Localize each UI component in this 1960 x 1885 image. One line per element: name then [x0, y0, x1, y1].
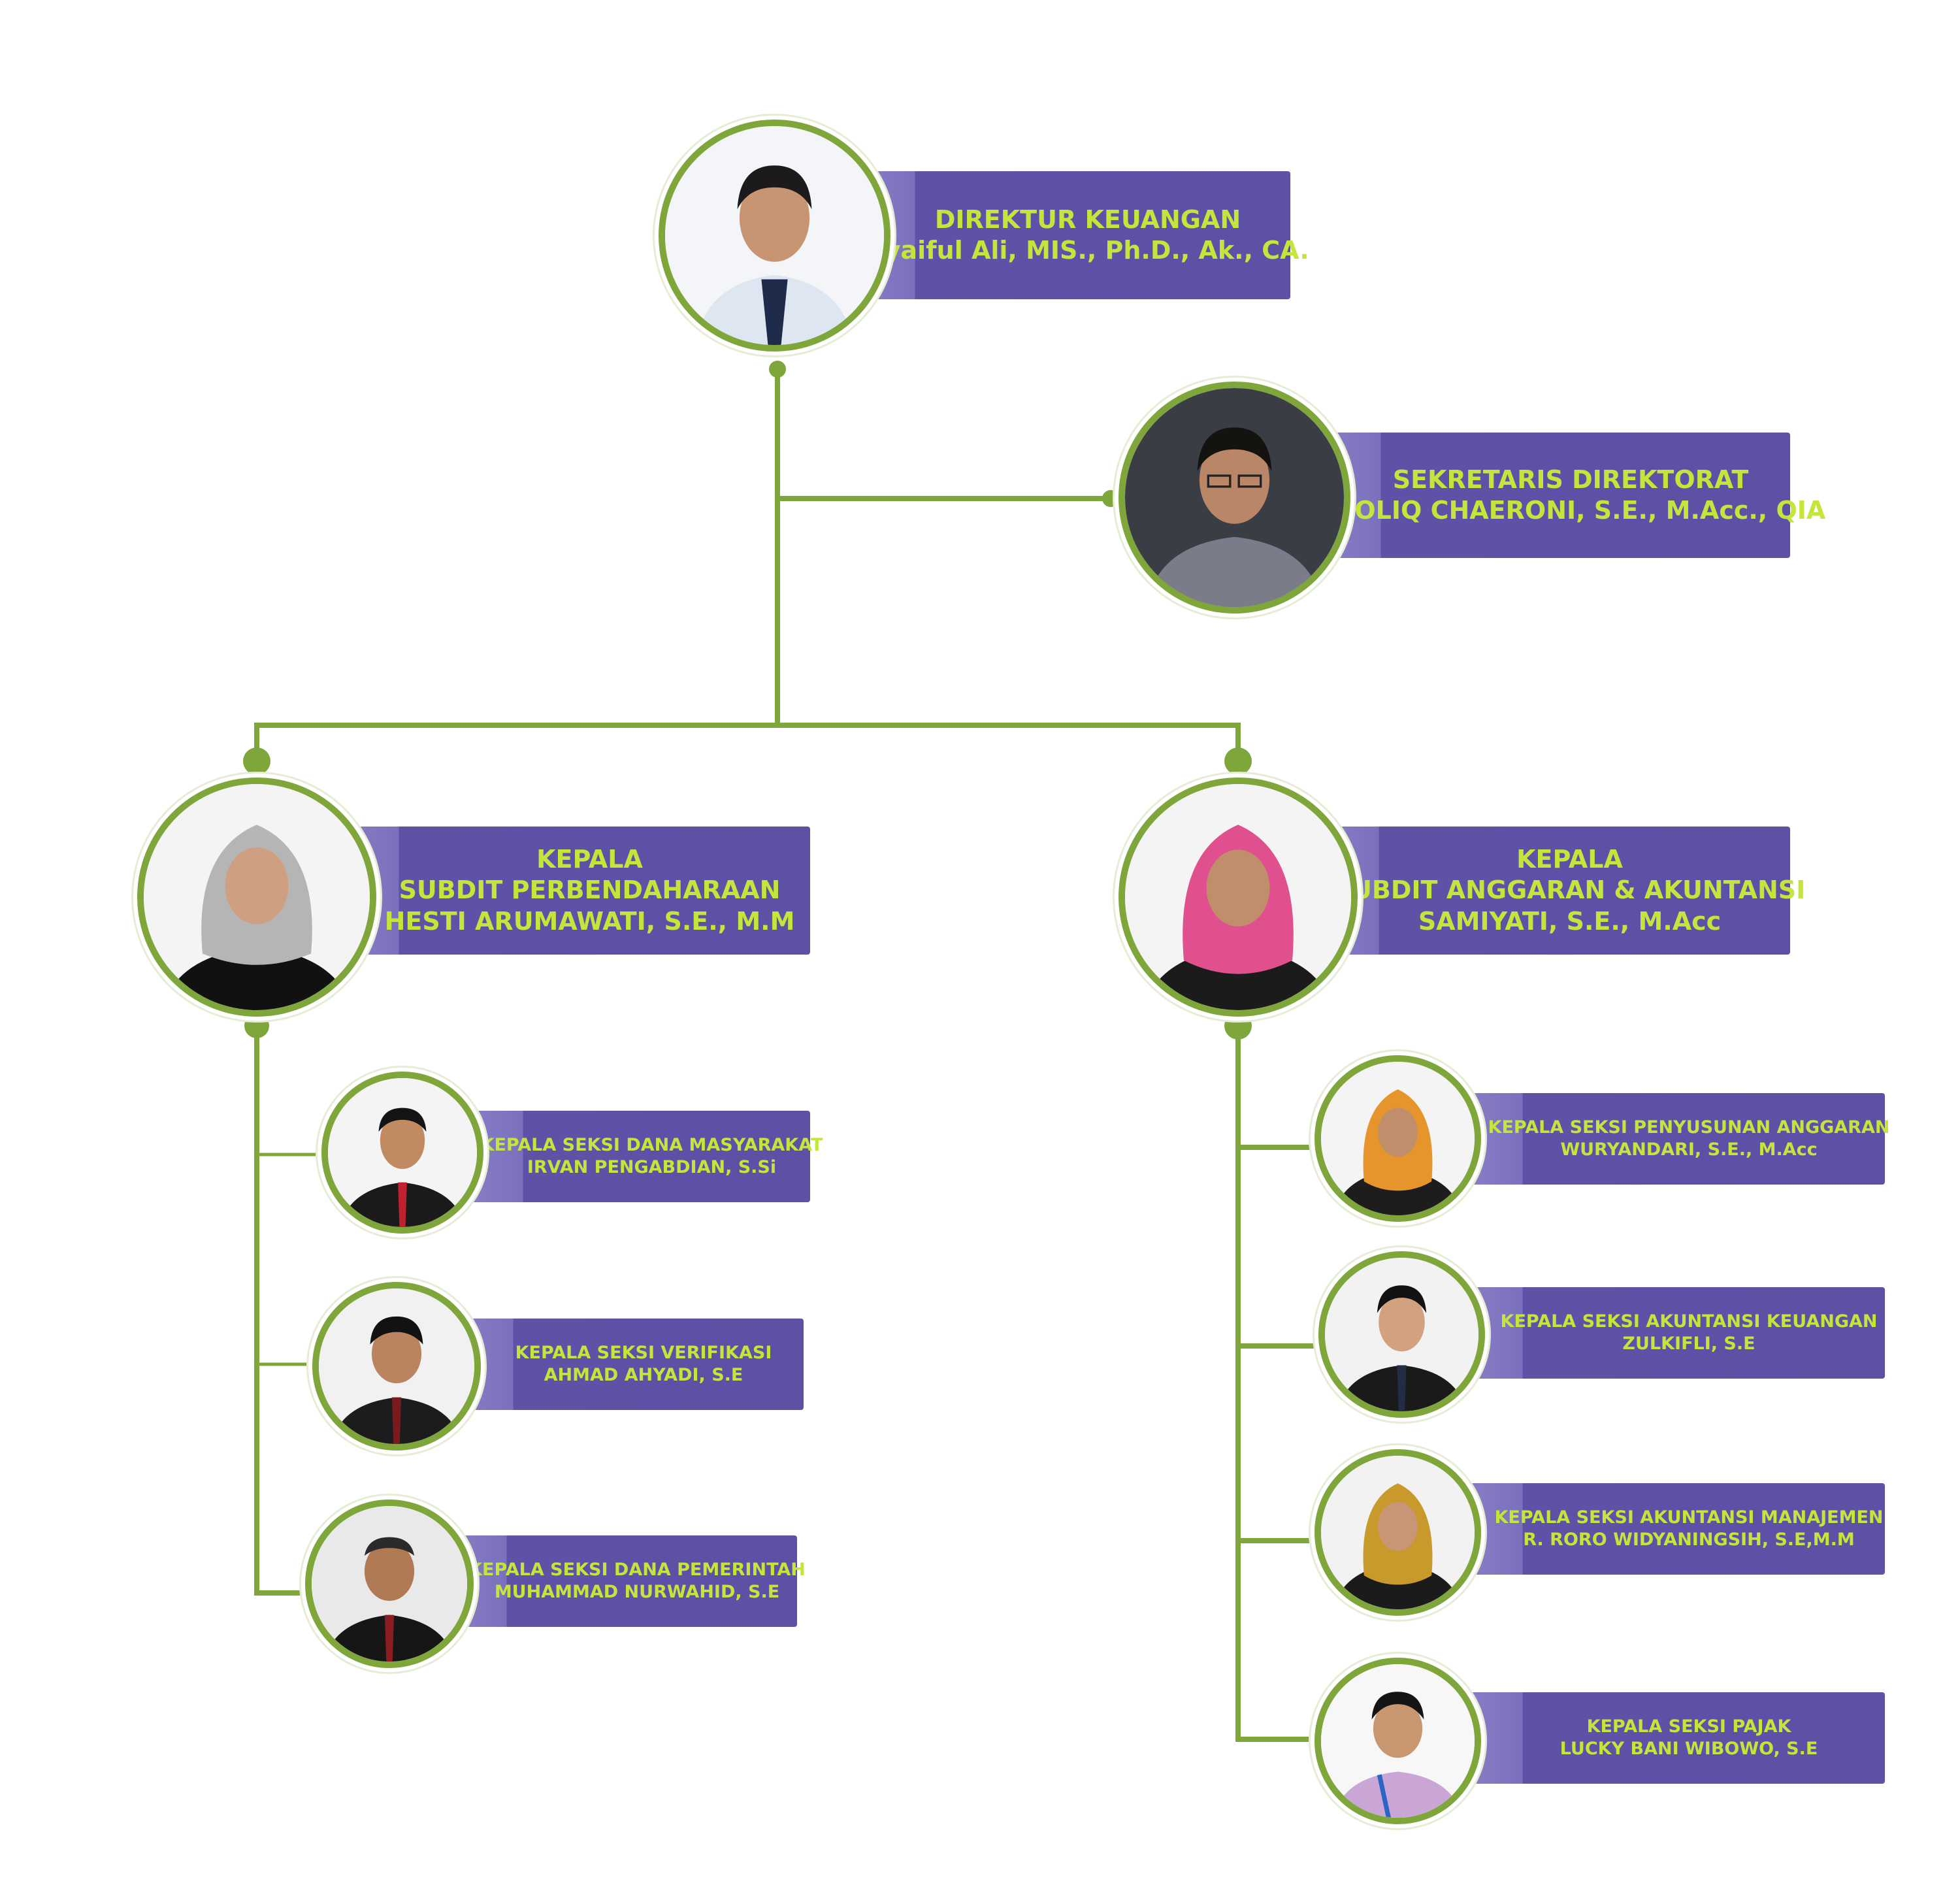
- director-name: Syaiful Ali, MIS., Ph.D., Ak., CA.: [866, 236, 1309, 265]
- subdit-right-label: KEPALA SUBDIT ANGGARAN & AKUNTANSI SAMIY…: [1316, 827, 1805, 955]
- section-left-3-photo: [305, 1500, 474, 1668]
- subdit-left-photo: [137, 778, 376, 1017]
- section-right-2-photo: [1318, 1251, 1485, 1418]
- director-photo: [659, 120, 890, 352]
- section-left-1-name: IRVAN PENGABDIAN, S.Si: [527, 1157, 777, 1177]
- person-icon: [1125, 388, 1344, 607]
- person-icon: [312, 1506, 467, 1662]
- section-right-3-photo: [1315, 1449, 1481, 1616]
- director-title: DIREKTUR KEUANGAN: [934, 205, 1241, 234]
- subdit-right-role: KEPALA: [1516, 844, 1623, 874]
- secretary-title: SEKRETARIS DIREKTORAT: [1392, 465, 1749, 494]
- section-right-1-title: KEPALA SEKSI PENYUSUNAN ANGGARAN: [1488, 1117, 1890, 1138]
- subdit-left-unit: SUBDIT PERBENDAHARAAN: [399, 876, 781, 905]
- section-right-3-name: R. RORO WIDYANINGSIH, S.E,M.M: [1523, 1530, 1855, 1550]
- section-right-4-name: LUCKY BANI WIBOWO, S.E: [1560, 1739, 1818, 1759]
- person-icon: [665, 126, 884, 345]
- section-left-3-name: MUHAMMAD NURWAHID, S.E: [494, 1582, 780, 1602]
- section-right-1-name: WURYANDARI, S.E., M.Acc: [1560, 1139, 1818, 1160]
- section-left-1-title: KEPALA SEKSI DANA MASYARAKAT: [480, 1135, 823, 1156]
- section-right-3-label: KEPALA SEKSI AKUNTANSI MANAJEMEN R. RORO…: [1460, 1483, 1885, 1575]
- subdit-left-name: HESTI ARUMAWATI, S.E., M.M: [384, 906, 795, 936]
- section-left-1-photo: [321, 1072, 483, 1234]
- section-right-3-title: KEPALA SEKSI AKUNTANSI MANAJEMEN: [1494, 1507, 1884, 1528]
- section-right-1-label: KEPALA SEKSI PENYUSUNAN ANGGARAN WURYAND…: [1460, 1093, 1889, 1185]
- subdit-left-role: KEPALA: [536, 844, 643, 874]
- connector-dot: [244, 1013, 269, 1038]
- person-icon: [144, 784, 370, 1010]
- secretary-photo: [1119, 382, 1350, 614]
- section-right-2-label: KEPALA SEKSI AKUNTANSI KEUANGAN ZULKIFLI…: [1460, 1287, 1885, 1379]
- section-left-2-title: KEPALA SEKSI VERIFIKASI: [515, 1343, 772, 1364]
- section-left-3-label: KEPALA SEKSI DANA PEMERINTAH MUHAMMAD NU…: [444, 1535, 806, 1627]
- subdit-left-label: KEPALA SUBDIT PERBENDAHARAAN HESTI ARUMA…: [336, 827, 810, 955]
- section-right-1-photo: [1315, 1055, 1481, 1222]
- person-icon: [1321, 1456, 1475, 1609]
- secretary-name: CHOLIQ CHAERONI, S.E., M.Acc., QIA: [1315, 496, 1826, 525]
- section-left-2-label: KEPALA SEKSI VERIFIKASI AHMAD AHYADI, S.…: [451, 1319, 804, 1410]
- subdit-right-photo: [1119, 778, 1358, 1017]
- section-right-2-title: KEPALA SEKSI AKUNTANSI KEUANGAN: [1500, 1311, 1878, 1332]
- connector-dot: [1224, 747, 1252, 775]
- section-left-2-photo: [312, 1282, 481, 1451]
- person-icon: [319, 1288, 474, 1444]
- connector-dot: [769, 361, 786, 378]
- person-icon: [1125, 784, 1351, 1010]
- section-right-4-title: KEPALA SEKSI PAJAK: [1586, 1716, 1791, 1737]
- connector-dot: [1224, 1012, 1252, 1040]
- person-icon: [1321, 1664, 1475, 1818]
- person-icon: [1325, 1258, 1478, 1411]
- section-right-2-name: ZULKIFLI, S.E: [1622, 1334, 1756, 1354]
- subdit-right-unit: SUBDIT ANGGARAN & AKUNTANSI: [1333, 876, 1806, 905]
- section-left-1-label: KEPALA SEKSI DANA MASYARAKAT IRVAN PENGA…: [461, 1111, 823, 1202]
- section-left-2-name: AHMAD AHYADI, S.E: [544, 1365, 743, 1385]
- connector-dot: [243, 747, 270, 775]
- person-icon: [328, 1078, 477, 1227]
- section-right-4-photo: [1315, 1658, 1481, 1824]
- director-label: DIREKTUR KEUANGAN Syaiful Ali, MIS., Ph.…: [853, 171, 1309, 299]
- subdit-right-name: SAMIYATI, S.E., M.Acc: [1418, 906, 1722, 936]
- section-right-4-label: KEPALA SEKSI PAJAK LUCKY BANI WIBOWO, S.…: [1460, 1692, 1885, 1784]
- person-icon: [1321, 1062, 1475, 1215]
- section-left-3-title: KEPALA SEKSI DANA PEMERINTAH: [468, 1560, 806, 1581]
- secretary-label: SEKRETARIS DIREKTORAT CHOLIQ CHAERONI, S…: [1316, 433, 1825, 558]
- connector-dot: [1102, 490, 1119, 507]
